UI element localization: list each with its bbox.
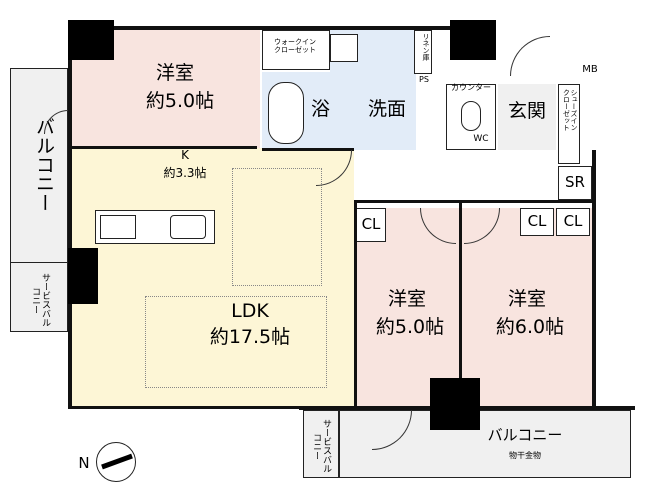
toilet-icon — [461, 101, 481, 131]
service-balcony-south: サービスバルコニー — [303, 410, 339, 478]
western-room-se-size: 約6.0帖 — [495, 316, 565, 338]
western-room-se — [462, 208, 592, 408]
shoes-closet: シューズイン クローゼット — [558, 84, 580, 164]
compass-icon — [96, 442, 136, 482]
ldk-name: LDK — [231, 300, 269, 322]
wc-label: WC — [473, 134, 489, 144]
western-room-se-name: 洋室 — [507, 288, 546, 310]
balcony-south-note: 物干金物 — [509, 451, 541, 460]
compass-label: N — [78, 454, 90, 472]
closet-mid: CL — [356, 208, 386, 242]
door-entrance — [510, 36, 550, 76]
shoes-closet-label: シューズイン クローゼット — [562, 89, 578, 131]
ldk-rug-lower — [145, 296, 327, 388]
wc: カウンター WC — [446, 83, 496, 150]
sr-label: SR — [565, 173, 585, 191]
entrance — [498, 84, 556, 150]
closet-se-2: CL — [556, 208, 590, 236]
cl-mid-label: CL — [361, 215, 381, 233]
balcony-west-label: バルコニー — [33, 117, 55, 212]
cl-se-1-label: CL — [527, 212, 547, 230]
bathtub — [268, 82, 304, 144]
wall-west — [68, 26, 72, 408]
sink-icon — [170, 215, 206, 239]
stove-icon — [100, 215, 136, 239]
column-ne — [450, 20, 496, 60]
linen-storage: リネン庫 — [414, 30, 432, 74]
wall-rooms-top — [354, 200, 594, 203]
column-west-mid — [68, 248, 98, 304]
balcony-south-label: バルコニー — [487, 426, 563, 444]
ldk-size: 約17.5帖 — [209, 326, 291, 348]
washroom-label: 洗面 — [367, 98, 406, 120]
walk-in-closet-label: ウォークイン クローゼット — [274, 38, 316, 54]
storage-room: SR — [558, 166, 592, 200]
vent-fan — [330, 34, 358, 62]
column-south — [430, 378, 480, 430]
service-balcony-south-label: サービスバルコニー — [311, 419, 331, 473]
service-balcony-west: サービスバルコニー — [10, 262, 68, 332]
wall-north-west — [68, 26, 264, 30]
entrance-label: 玄関 — [507, 100, 546, 122]
western-room-mid-name: 洋室 — [387, 288, 426, 310]
western-room-nw-name: 洋室 — [155, 62, 194, 84]
wall-north-mid — [262, 26, 472, 30]
kitchen-counter — [95, 210, 215, 244]
western-room-mid-size: 約5.0帖 — [375, 316, 445, 338]
kitchen-size: 約3.3帖 — [163, 166, 207, 180]
wall-mid-vertical — [354, 200, 357, 410]
ps-label: PS — [419, 75, 429, 84]
wall-se-vertical — [459, 200, 462, 410]
compass-needle — [101, 453, 133, 470]
wall-bath-south — [262, 148, 354, 151]
mb-label: MB — [582, 64, 598, 75]
western-room-nw-size: 約5.0帖 — [145, 90, 215, 112]
closet-se-1: CL — [520, 208, 554, 236]
ldk-rug-upper — [232, 168, 322, 286]
wall-under-nw-room — [72, 146, 257, 149]
linen-label: リネン庫 — [422, 33, 430, 61]
cl-se-2-label: CL — [563, 212, 583, 230]
balcony-west: バルコニー — [10, 68, 68, 263]
service-balcony-west-label: サービスバルコニー — [30, 273, 50, 327]
walk-in-closet: ウォークイン クローゼット — [262, 30, 330, 70]
kitchen-name: K — [181, 148, 189, 162]
wall-south-ldk — [68, 406, 302, 409]
wall-east — [592, 150, 596, 408]
counter-label: カウンター — [451, 83, 491, 92]
column-nw — [68, 20, 114, 60]
